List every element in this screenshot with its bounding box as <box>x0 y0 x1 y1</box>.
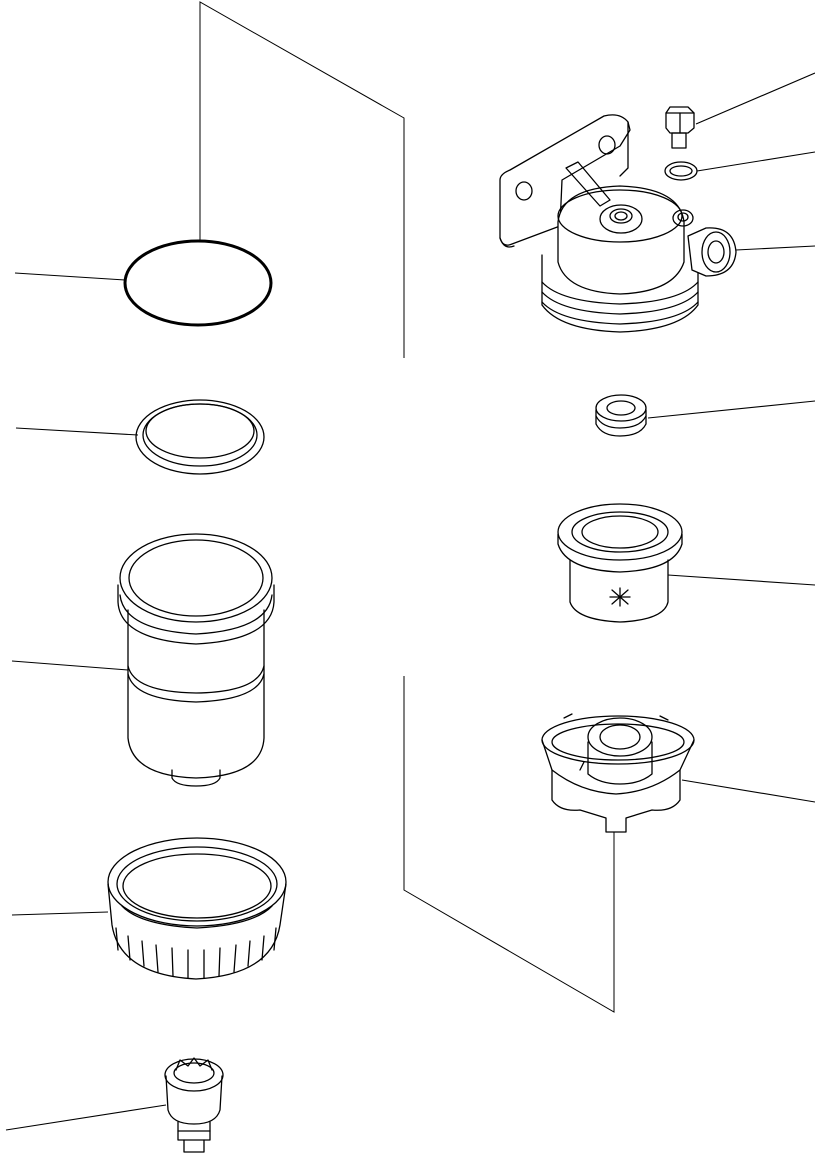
filter-cartridge-icon <box>11 533 275 787</box>
ring-nut-icon <box>11 837 287 980</box>
element-icon <box>557 503 815 623</box>
filter-head-icon <box>499 114 815 333</box>
mesh-mark <box>609 587 631 607</box>
drain-valve-icon <box>5 1057 224 1153</box>
seal-ring-icon <box>15 399 265 475</box>
bolt-icon <box>665 72 815 149</box>
o-ring-icon <box>14 239 273 327</box>
grommet-icon <box>595 394 815 437</box>
assembly-frame-lines <box>199 1 615 1013</box>
washer-icon <box>664 151 815 181</box>
bowl-icon <box>541 713 815 833</box>
